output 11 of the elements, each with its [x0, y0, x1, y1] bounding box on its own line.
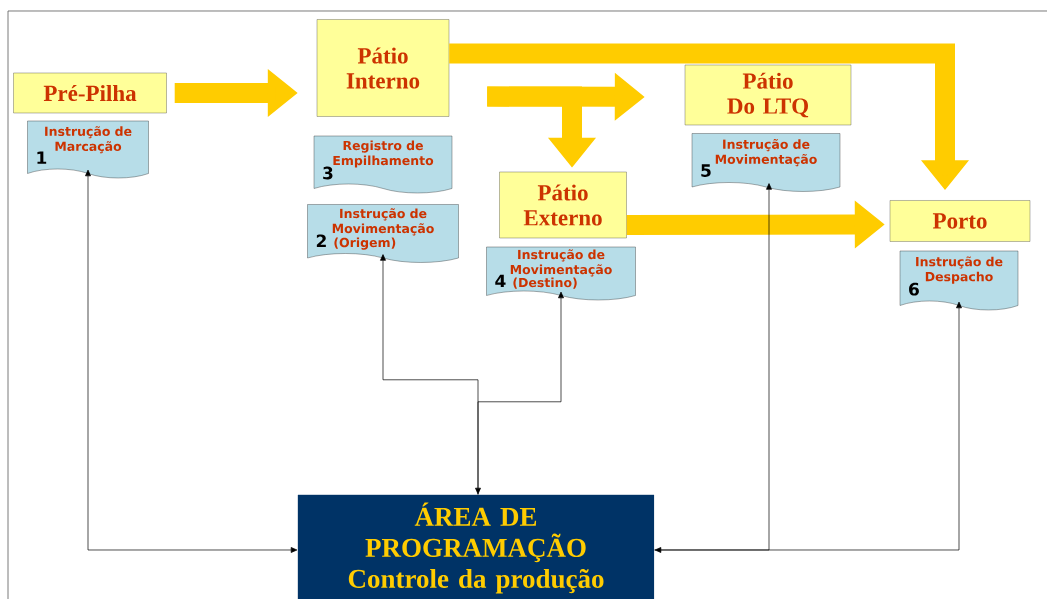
location-box: Pátio Interno: [316, 19, 450, 117]
connector-arrow: [653, 183, 772, 551]
location-box: Pré-Pilha: [13, 72, 167, 114]
programming-area-box: ÁREA DE PROGRAMAÇÃO Controle da produção: [297, 494, 655, 599]
location-box: Porto: [889, 200, 1031, 242]
connector-arrow: [380, 254, 481, 495]
location-box: Pátio Externo: [499, 171, 627, 239]
connector-arrow: [85, 169, 298, 553]
connector-arrow: [477, 291, 564, 496]
location-box: Pátio Do LTQ: [684, 64, 852, 126]
connector-arrow: [654, 301, 962, 553]
